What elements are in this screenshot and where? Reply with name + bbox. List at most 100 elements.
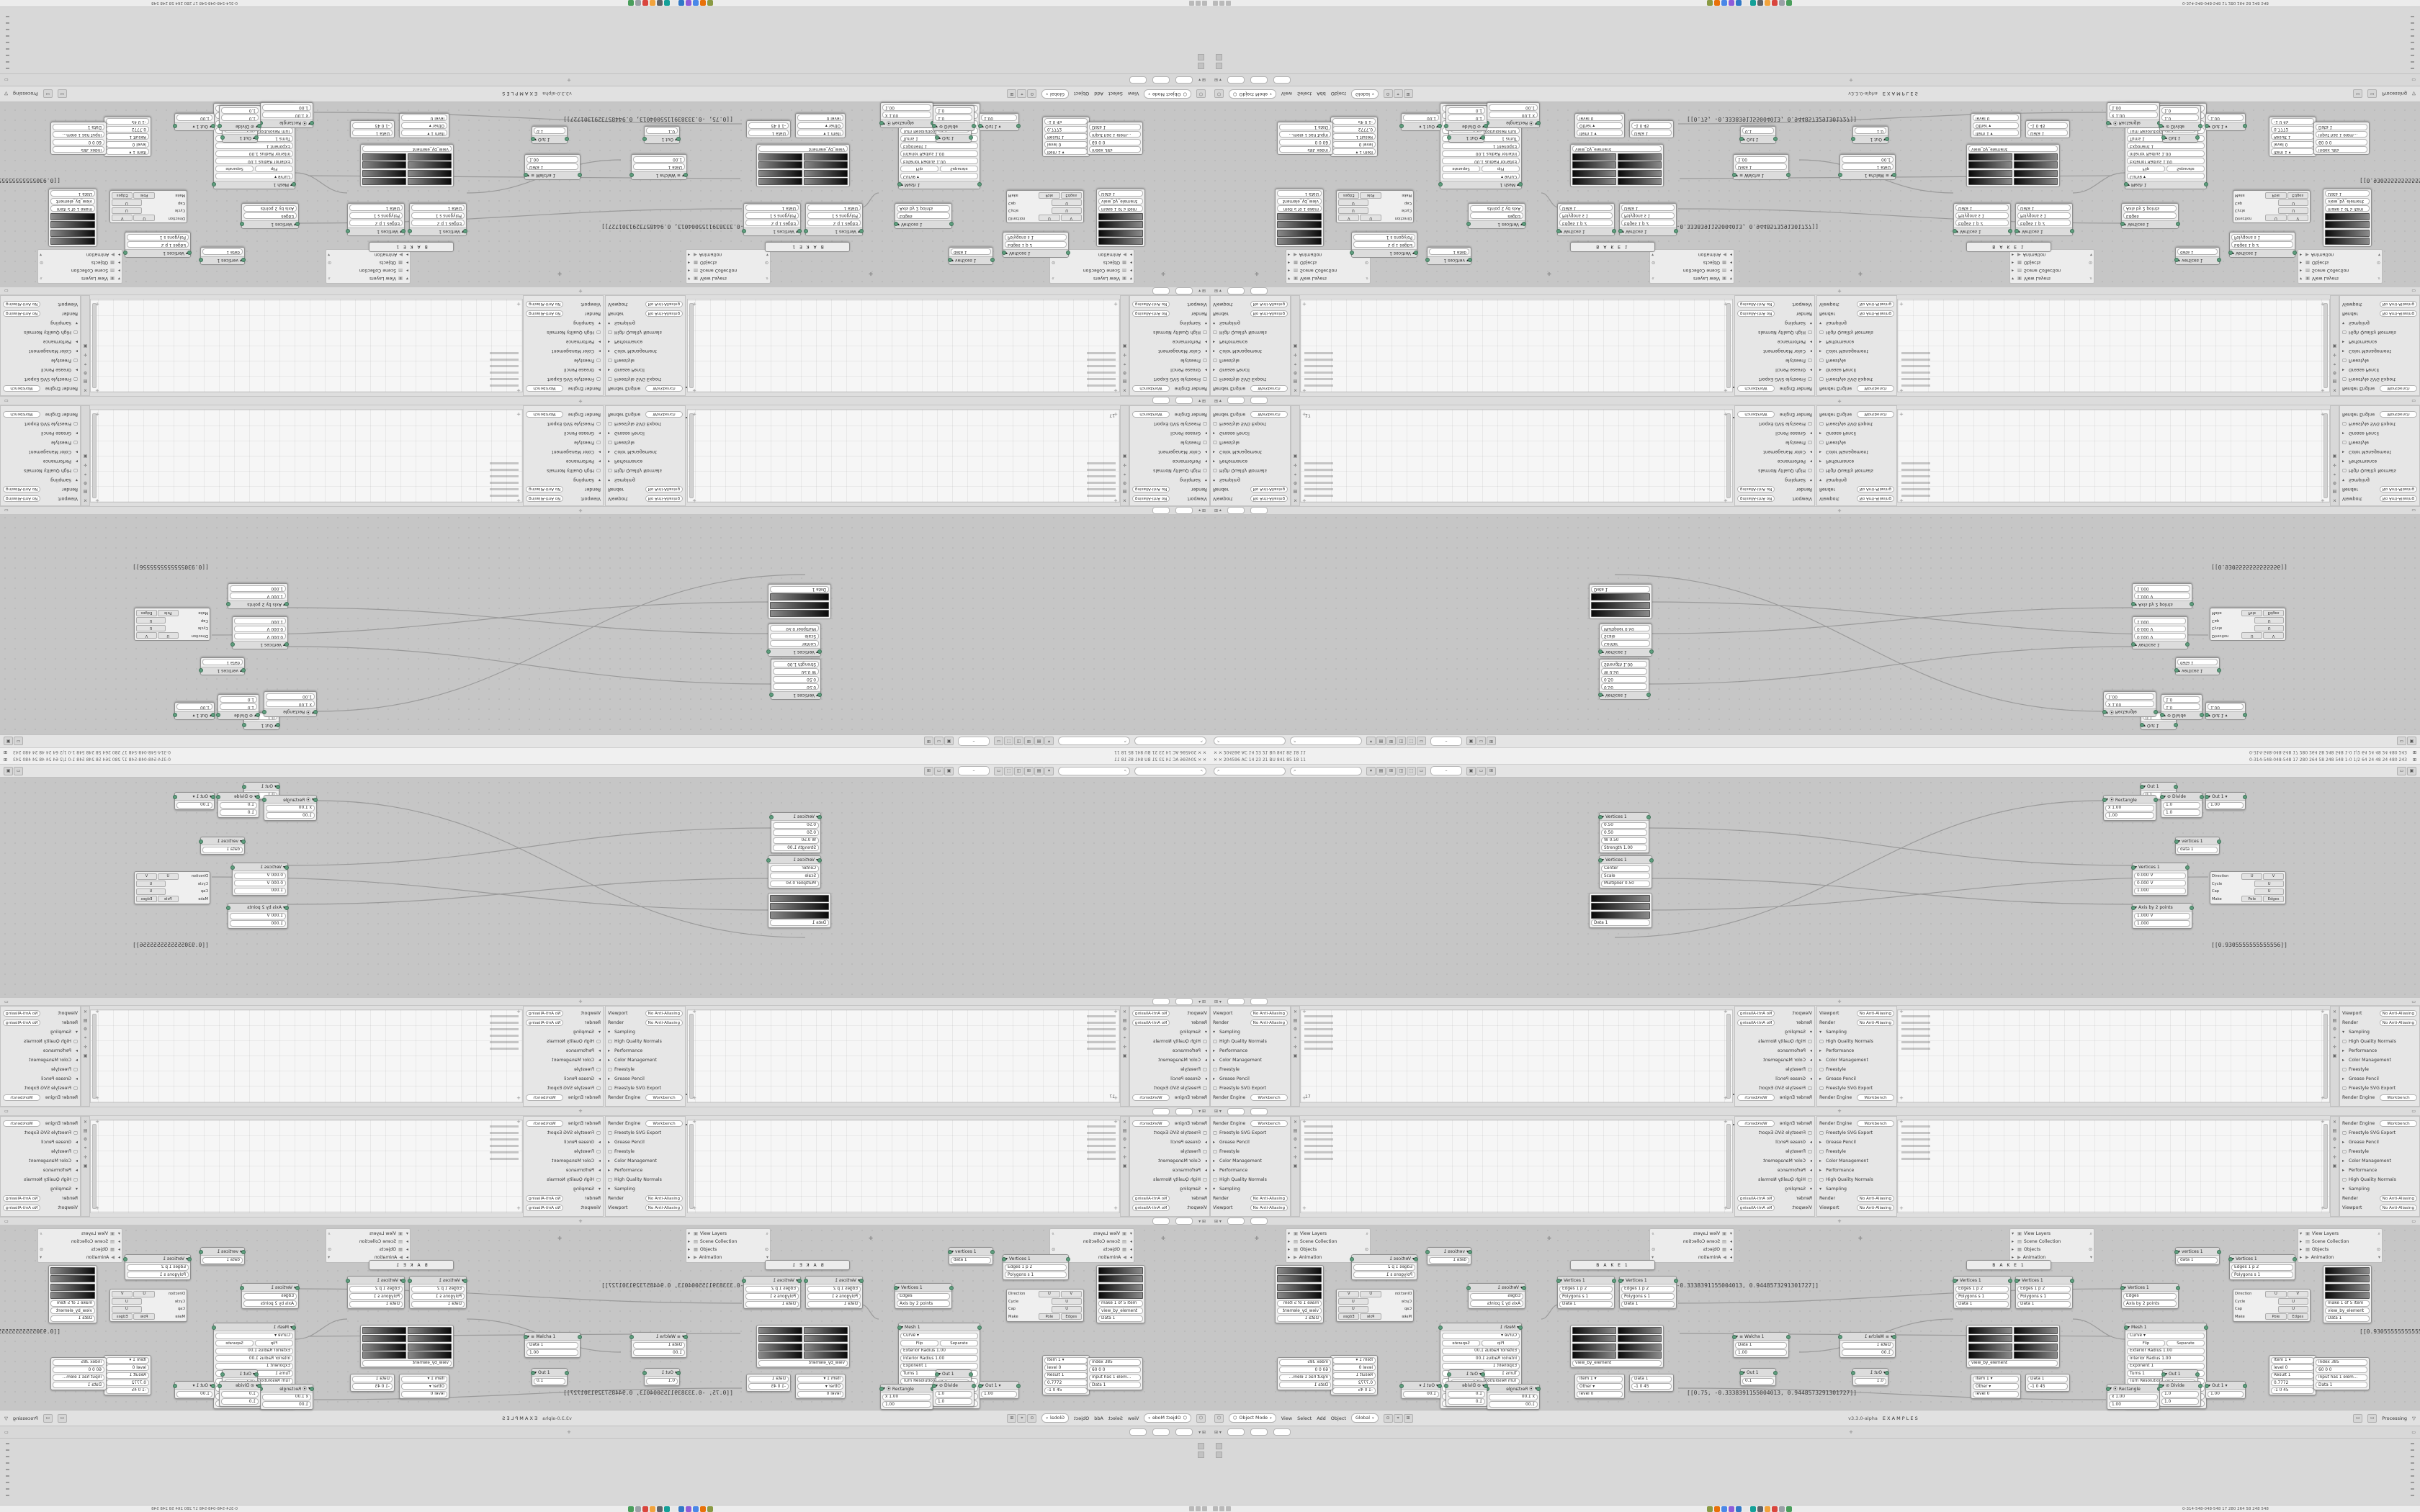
panel-tab-icon[interactable]: ⚙ xyxy=(1293,1137,1298,1142)
box-icon[interactable]: ▭ xyxy=(2411,1218,2416,1224)
node-field[interactable]: 0.7772 xyxy=(2271,1380,2314,1386)
disclosure-icon[interactable]: ▾ xyxy=(608,1187,611,1192)
input-socket[interactable] xyxy=(241,1250,246,1254)
gradient-swatch[interactable] xyxy=(1968,170,2012,177)
node-field[interactable]: 1.000 xyxy=(2134,585,2190,592)
disclosure-icon[interactable]: ▸ xyxy=(598,348,601,354)
node-field[interactable]: Other ▾ xyxy=(797,122,843,129)
output-socket[interactable] xyxy=(2069,229,2074,233)
checkbox-icon[interactable]: ▢ xyxy=(1819,421,1824,426)
output-socket[interactable] xyxy=(977,182,982,186)
properties-row[interactable]: ▢High Quality Normals xyxy=(1213,1175,1288,1184)
properties-row[interactable]: ▢Freestyle xyxy=(1132,356,1207,365)
node-field[interactable]: Exterior Radius 1.00 xyxy=(1442,1347,1520,1354)
gradient-swatch[interactable] xyxy=(362,1335,406,1342)
fcurve-canvas[interactable] xyxy=(687,1120,1120,1213)
node-field[interactable]: 1.000 V xyxy=(230,593,286,600)
disclosure-icon[interactable]: ▸ xyxy=(608,339,611,344)
properties-row[interactable]: ▾Sampling xyxy=(526,1184,601,1194)
node-field[interactable]: 1.000 V xyxy=(2134,912,2190,919)
taskbar-launcher-icon[interactable] xyxy=(1189,1,1194,6)
node-field[interactable]: level 0 xyxy=(106,1364,149,1371)
panel-tab-icon[interactable]: ⚙ xyxy=(2332,370,2337,375)
node-field[interactable]: make 1 of 5 item xyxy=(2325,1300,2370,1307)
node-field[interactable]: -1 0 45 xyxy=(1332,1387,1376,1394)
disclosure-icon[interactable]: ▸ xyxy=(117,268,120,273)
node-header[interactable]: ▾⦿ Rectangle xyxy=(2104,796,2156,804)
node-field[interactable]: view_by_element xyxy=(758,145,848,153)
node-header[interactable]: ▾Out 1 xyxy=(1853,135,1888,143)
node-header[interactable]: ▾Out 1 xyxy=(1449,134,1484,142)
checkbox-icon[interactable]: ▢ xyxy=(1203,440,1207,445)
node-header[interactable]: ▾Vertices 1 xyxy=(242,1284,298,1292)
viewport-corner-widget[interactable] xyxy=(1216,54,1222,60)
checkbox-icon[interactable]: ▢ xyxy=(1808,358,1812,363)
properties-row[interactable]: ▢Freestyle xyxy=(3,1147,78,1156)
gradient-swatch[interactable] xyxy=(362,178,406,186)
properties-dropdown[interactable]: No Anti-Aliasing xyxy=(645,495,683,502)
properties-row[interactable]: ▢Freestyle xyxy=(1819,1147,1894,1156)
taskbar-app-icon[interactable] xyxy=(1736,1506,1742,1512)
disclosure-icon[interactable]: ▾ xyxy=(1729,1231,1732,1236)
node-header[interactable]: ▾vertices 1 xyxy=(2176,256,2219,264)
outliner-row-toggle-icon[interactable]: ⌕ xyxy=(1652,276,1654,282)
node-field[interactable]: 1.00 xyxy=(1842,1349,1894,1356)
properties-row[interactable]: ▢High Quality Normals xyxy=(2342,1175,2417,1184)
disclosure-icon[interactable]: ▸ xyxy=(1729,252,1732,257)
panel-tab-icon[interactable]: ▣ xyxy=(1122,1053,1127,1058)
node-header[interactable]: ▾vertices 1 xyxy=(1428,256,1471,264)
output-socket[interactable] xyxy=(1016,1384,1021,1388)
properties-dropdown[interactable]: No Anti-Aliasing xyxy=(1737,1020,1775,1026)
node-field[interactable]: Edges 1 p 2 xyxy=(807,1285,861,1292)
properties-row[interactable]: ▢Freestyle SVG Export xyxy=(1819,1128,1894,1138)
panel-tab-icon[interactable]: ⌖ xyxy=(1123,1146,1126,1151)
node-field[interactable]: 60 0 0 xyxy=(1089,1367,1141,1373)
properties-row[interactable]: ▸Performance xyxy=(526,456,601,466)
outliner-row[interactable]: ▸▤Scene Collection xyxy=(2300,266,2380,274)
checkbox-icon[interactable]: ▢ xyxy=(1808,377,1812,382)
orientation-dropdown[interactable]: Global ▾ xyxy=(1350,89,1379,99)
node-field[interactable]: 0.50 xyxy=(773,676,819,683)
properties-dropdown[interactable]: No Anti-Aliasing xyxy=(645,1020,683,1026)
outliner-row-toggle-icon[interactable]: ⊙ xyxy=(2376,260,2380,265)
output-socket[interactable] xyxy=(990,1250,995,1254)
node-header[interactable]: ▾Vertices 1 xyxy=(410,1277,466,1284)
properties-row[interactable]: ▸Performance xyxy=(1819,337,1894,346)
properties-row[interactable]: ▢High Quality Normals xyxy=(1132,466,1207,475)
node[interactable]: view_by_element xyxy=(756,144,850,187)
properties-row[interactable]: ▸Grease Pencil xyxy=(1213,428,1288,438)
outliner-row-toggle-icon[interactable]: ▾ xyxy=(766,252,768,257)
node-field[interactable]: 0.50 xyxy=(773,829,819,836)
disclosure-icon[interactable]: ▾ xyxy=(608,320,611,325)
input-socket[interactable] xyxy=(817,693,823,697)
properties-row[interactable]: ▸Performance xyxy=(608,456,683,466)
node-header[interactable]: ▾Out 1 xyxy=(2141,783,2176,791)
node-header[interactable]: ▾vertices 1 xyxy=(2176,1248,2219,1256)
node-field[interactable]: level 0 xyxy=(1577,114,1623,122)
gradient-swatch[interactable] xyxy=(408,1343,452,1351)
panel-tab-icon[interactable]: ▣ xyxy=(1122,1164,1127,1169)
outliner-row-toggle-icon[interactable]: ⊙ xyxy=(328,1247,332,1252)
output-socket[interactable] xyxy=(2189,906,2194,910)
gradient-swatch[interactable] xyxy=(2325,230,2370,237)
canvas-scrollbar[interactable] xyxy=(92,1014,97,1099)
properties-dropdown[interactable]: Workbench xyxy=(1132,1120,1170,1127)
gradient-swatch[interactable] xyxy=(362,170,406,177)
input-socket[interactable] xyxy=(1885,137,1890,141)
toggle-button[interactable]: Flip xyxy=(2127,1340,2165,1346)
header-mini-field[interactable] xyxy=(1227,76,1245,84)
input-socket[interactable] xyxy=(2102,798,2107,802)
taskbar-app-icon[interactable] xyxy=(1743,1506,1749,1512)
toolbar-icon-button[interactable]: ▭ xyxy=(1417,766,1426,775)
